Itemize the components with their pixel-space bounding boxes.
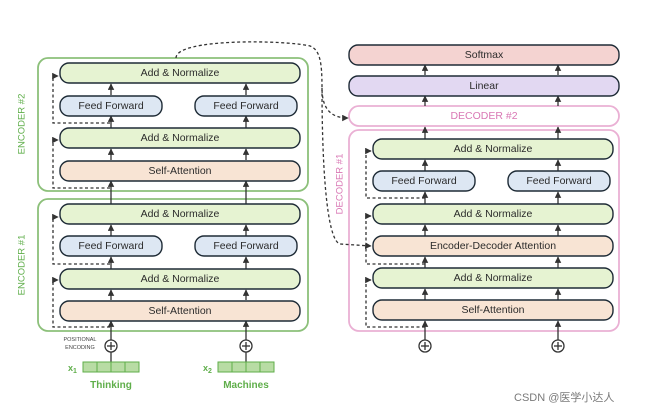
encoder-2-feed-forward-left-label: Feed Forward xyxy=(78,100,144,112)
decoder-1-add-normalize-top xyxy=(372,138,614,160)
linear-label: Linear xyxy=(469,80,499,92)
encoder-1-self-attention-label: Self-Attention xyxy=(148,305,211,317)
encoder-2-feed-forward-left xyxy=(59,95,163,117)
decoder-2-title: DECODER #2 xyxy=(450,110,517,122)
x2-label: x2 xyxy=(203,363,212,375)
decoder-1-feed-forward-right xyxy=(507,170,611,192)
x1-label: x1 xyxy=(68,363,77,375)
decoder-1-add-normalize-top-label: Add & Normalize xyxy=(454,143,533,155)
positional-encoding-label-line2: ENCODING xyxy=(65,345,95,351)
encoder-1-title: ENCODER #1 xyxy=(17,235,28,296)
decoder-1-self-attention-label: Self-Attention xyxy=(461,304,524,316)
decoder-1-encoder-decoder-attention-label: Encoder-Decoder Attention xyxy=(430,240,556,252)
softmax-label: Softmax xyxy=(465,49,504,61)
input-embedding-x1 xyxy=(82,361,140,373)
encoder-1-add-normalize-bottom xyxy=(59,268,301,290)
encoder-2-feed-forward-right-label: Feed Forward xyxy=(213,100,279,112)
positional-encoding-label-line1: POSITIONAL xyxy=(63,337,96,343)
encoder-2-add-normalize-top-label: Add & Normalize xyxy=(141,67,220,79)
decoder-1-feed-forward-left-label: Feed Forward xyxy=(391,175,457,187)
decoder-1-add-normalize-middle-label: Add & Normalize xyxy=(454,208,533,220)
decoder-1-add-normalize-bottom-label: Add & Normalize xyxy=(454,272,533,284)
input-word-machines: Machines xyxy=(223,380,269,391)
encoder-1-self-attention xyxy=(59,300,301,322)
encoder-2-self-attention-label: Self-Attention xyxy=(148,165,211,177)
decoder-1-add-normalize-bottom xyxy=(372,267,614,289)
watermark: CSDN @医学小达人 xyxy=(514,390,614,404)
decoder-1-encoder-decoder-attention xyxy=(372,235,614,257)
encoder-2-self-attention xyxy=(59,160,301,182)
encoder-2-add-normalize-bottom xyxy=(59,127,301,149)
encoder-2-add-normalize-bottom-label: Add & Normalize xyxy=(141,132,220,144)
decoder-2-container xyxy=(348,105,620,127)
encoder-2-container xyxy=(37,57,309,192)
encoder-1-add-normalize-top-label: Add & Normalize xyxy=(141,208,220,220)
encoder-1-feed-forward-right xyxy=(194,235,298,257)
linear-layer xyxy=(348,75,620,97)
encoder-1-feed-forward-left-label: Feed Forward xyxy=(78,240,144,252)
decoder-1-add-normalize-middle xyxy=(372,203,614,225)
encoder-2-feed-forward-right xyxy=(194,95,298,117)
decoder-1-title: DECODER #1 xyxy=(335,154,346,215)
encoder-1-container xyxy=(37,198,309,332)
encoder-2-add-normalize-top xyxy=(59,62,301,84)
decoder-1-feed-forward-left xyxy=(372,170,476,192)
encoder-1-feed-forward-left xyxy=(59,235,163,257)
softmax-layer xyxy=(348,44,620,66)
encoder-1-add-normalize-bottom-label: Add & Normalize xyxy=(141,273,220,285)
encoder-1-feed-forward-right-label: Feed Forward xyxy=(213,240,279,252)
decoder-1-feed-forward-right-label: Feed Forward xyxy=(526,175,592,187)
encoder-2-title: ENCODER #2 xyxy=(17,94,28,155)
input-embedding-x2 xyxy=(217,361,275,373)
decoder-1-container xyxy=(348,129,620,332)
input-word-thinking: Thinking xyxy=(90,380,132,391)
decoder-1-self-attention xyxy=(372,299,614,321)
encoder-1-add-normalize-top xyxy=(59,203,301,225)
